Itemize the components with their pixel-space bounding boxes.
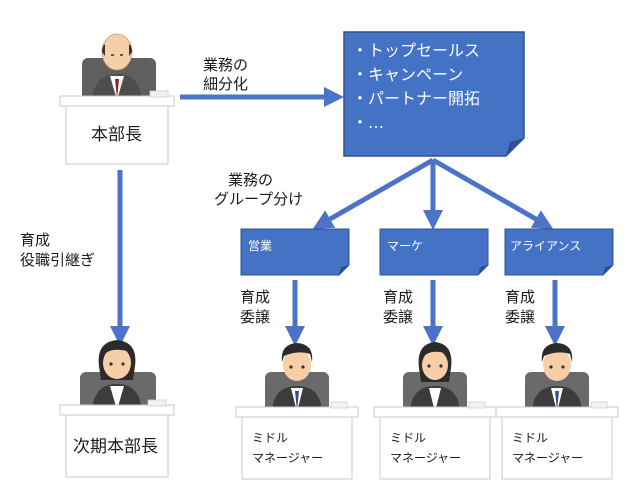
- head-figure: 本部長: [59, 33, 175, 165]
- grouping-label: グループ分け: [214, 190, 303, 208]
- group-label: 営業: [248, 239, 272, 253]
- delegate-label: 委譲: [505, 308, 535, 326]
- task-item: ・…: [352, 113, 384, 132]
- task-item: ・トップセールス: [352, 41, 480, 60]
- manager-title: マネージャー: [512, 451, 583, 465]
- delegate-label: 育成: [383, 288, 413, 306]
- task-item: ・キャンペーン: [352, 65, 463, 84]
- grouping-label: 業務の: [228, 171, 273, 189]
- group-note-alliance: アライアンス: [504, 228, 614, 276]
- head-title: 本部長: [91, 125, 142, 145]
- manager-title: マネージャー: [390, 451, 461, 465]
- subdivide-label: 細分化: [203, 75, 248, 93]
- next-head-title: 次期本部長: [73, 437, 158, 457]
- succession-label: 育成: [20, 231, 50, 249]
- manager-title: ミドル: [512, 431, 548, 445]
- manager-title: ミドル: [390, 431, 426, 445]
- arrow-group-alliance: [431, 157, 554, 229]
- delegate-label: 育成: [240, 288, 270, 306]
- delegate-label: 委譲: [383, 308, 413, 326]
- group-label: アライアンス: [510, 239, 581, 253]
- next-head-figure: 次期本部長: [59, 340, 175, 478]
- manager-marketing-figure: ミドル マネージャー: [373, 342, 497, 480]
- succession-label: 役職引継ぎ: [20, 251, 95, 269]
- labels: 業務の 細分化 業務の グループ分け 育成 役職引継ぎ 育成 委譲 育成 委譲 …: [20, 56, 535, 326]
- manager-alliance-figure: ミドル マネージャー: [495, 343, 619, 480]
- task-list-note: ・トップセールス ・キャンペーン ・パートナー開拓 ・…: [343, 31, 525, 157]
- delegate-label: 委譲: [240, 308, 270, 326]
- group-note-marketing: マーケ: [379, 228, 489, 276]
- subdivide-label: 業務の: [203, 56, 248, 74]
- manager-title: ミドル: [252, 431, 288, 445]
- manager-sales-figure: ミドル マネージャー: [235, 343, 359, 480]
- arrow-group-sales: [312, 157, 435, 229]
- arrows: [110, 87, 565, 346]
- delegate-label: 育成: [505, 288, 535, 306]
- group-label: マーケ: [387, 239, 423, 253]
- group-note-sales: 営業: [240, 228, 350, 276]
- task-item: ・パートナー開拓: [352, 89, 480, 108]
- manager-title: マネージャー: [252, 451, 323, 465]
